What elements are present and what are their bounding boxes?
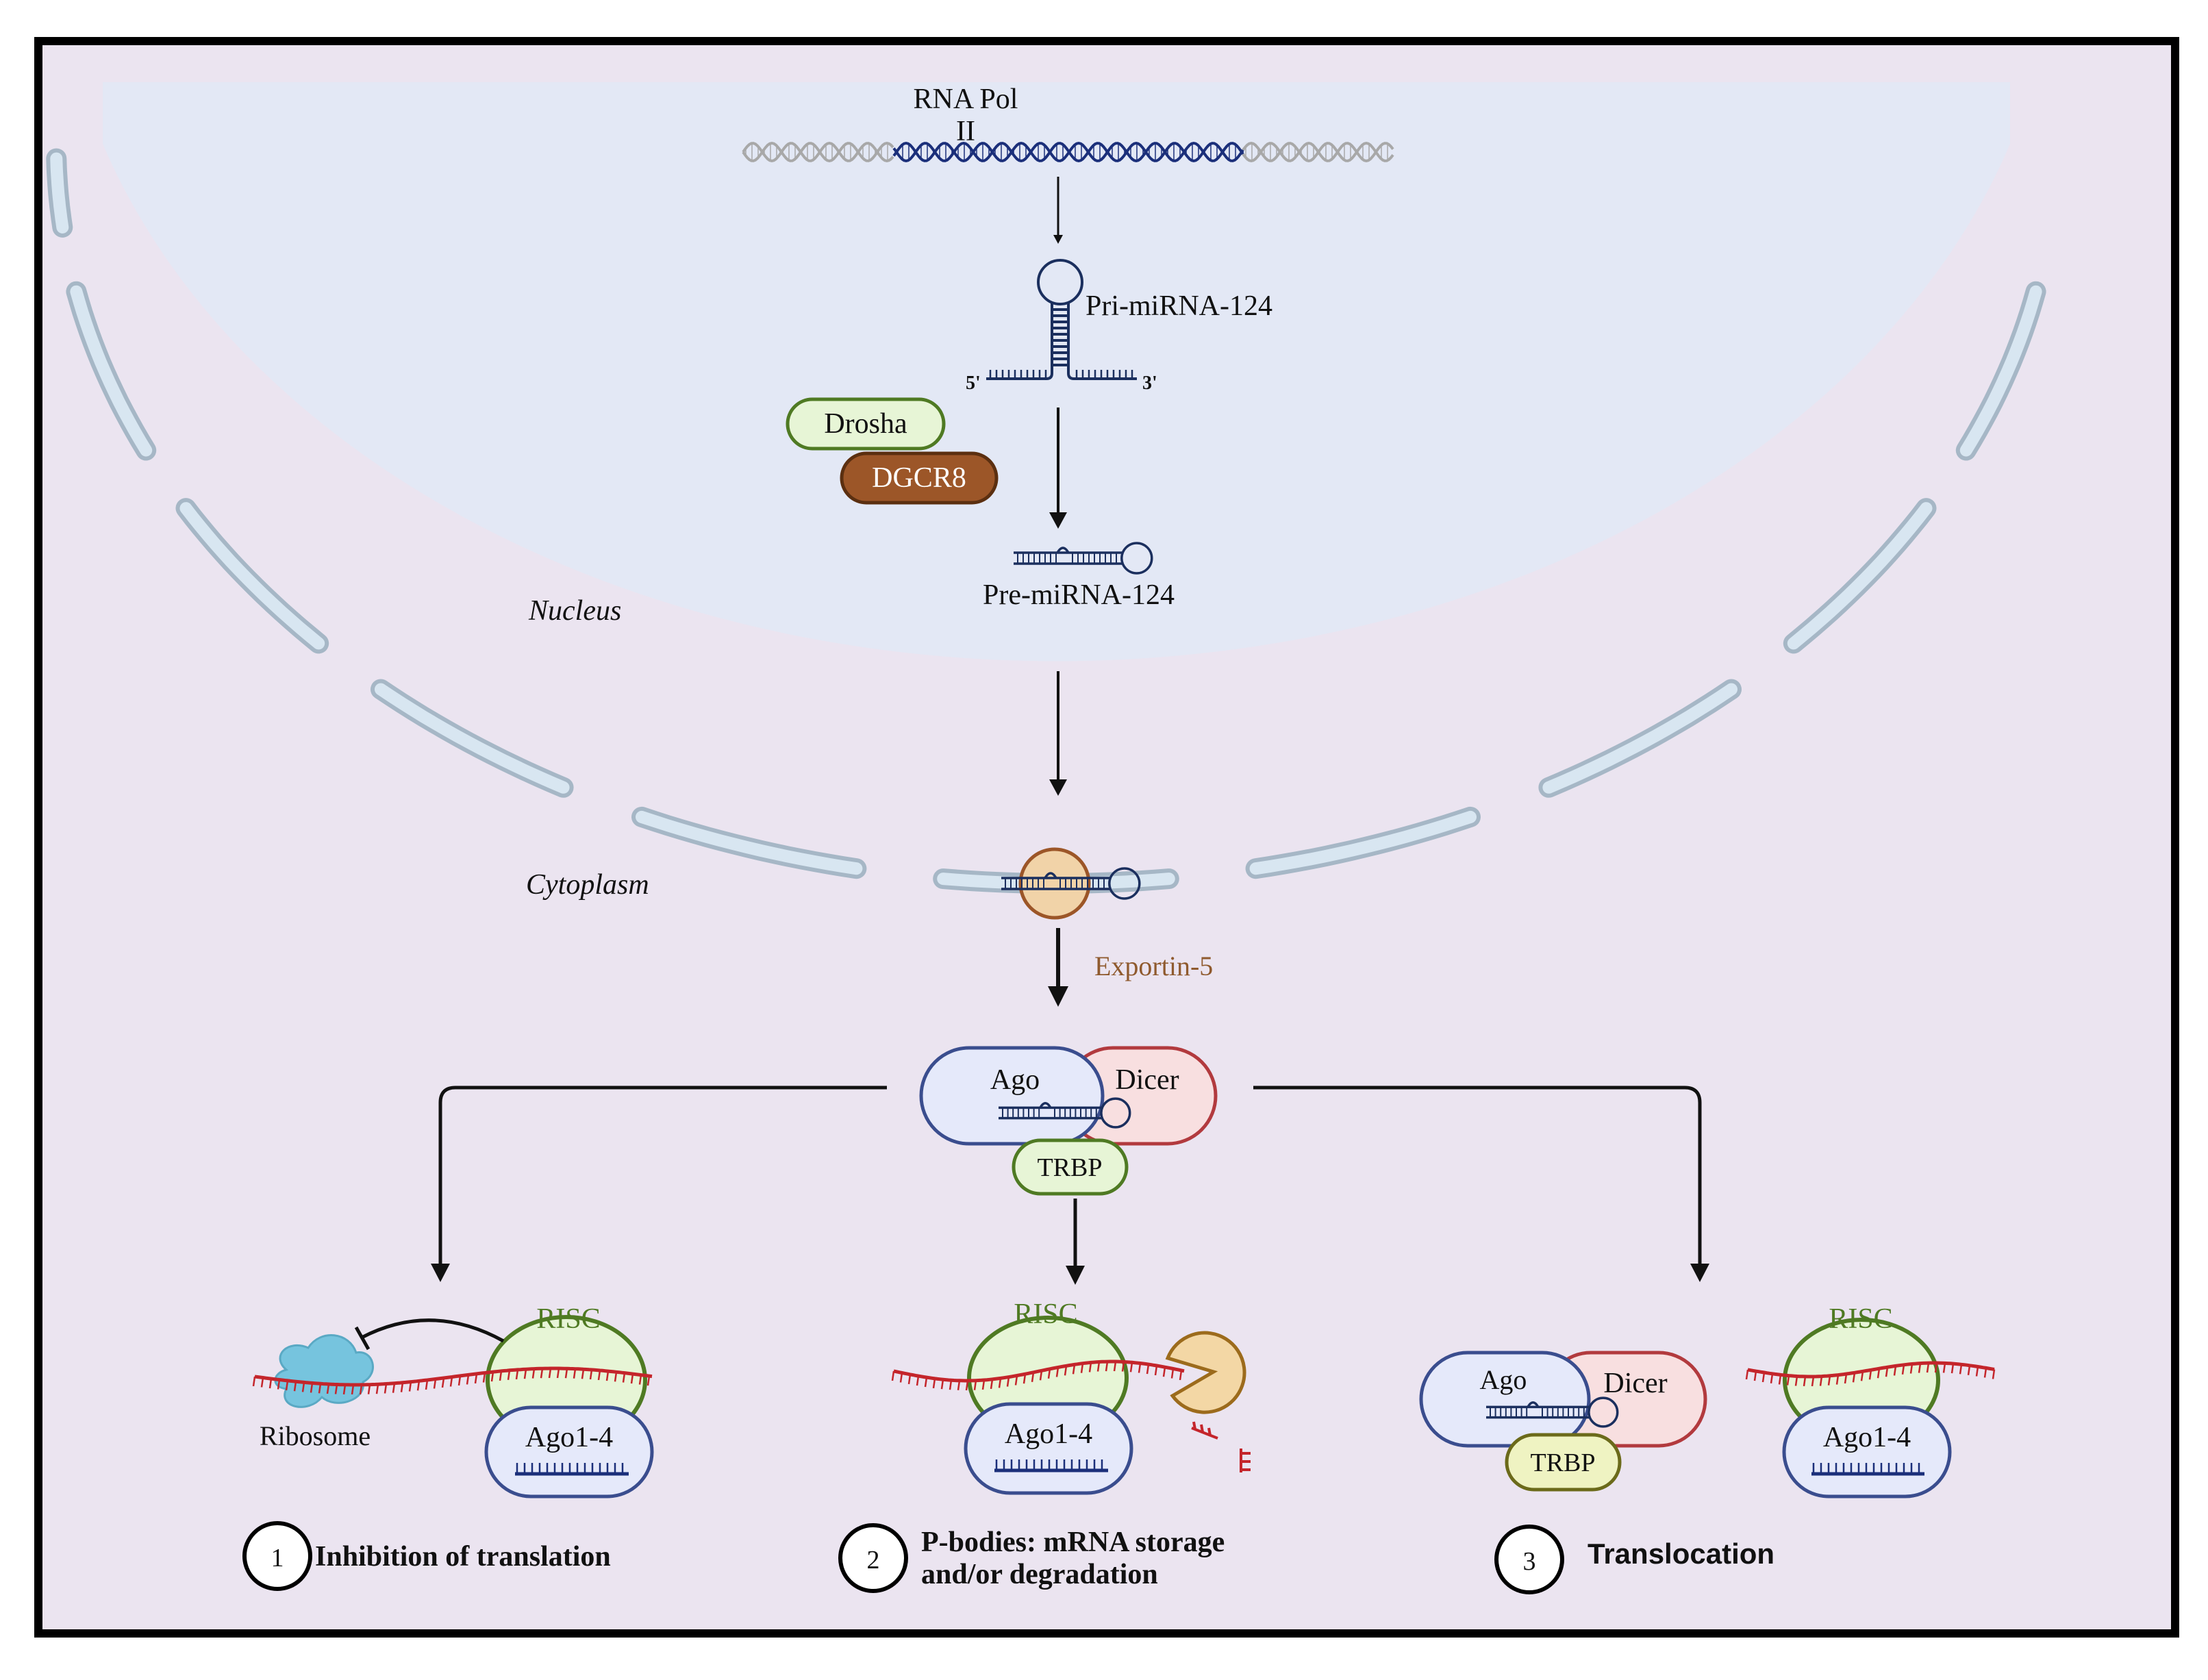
ribosome: [274, 1334, 374, 1408]
ago14-label: Ago1-4: [1823, 1422, 1911, 1453]
ago14-3: Ago1-4: [1782, 1405, 1952, 1499]
dna-helix: [742, 141, 1394, 163]
step-number: 1: [271, 1544, 284, 1572]
ago14-1: Ago1-4: [484, 1405, 654, 1499]
dgcr8-label: DGCR8: [872, 462, 966, 494]
step-title: Inhibition of translation: [315, 1541, 611, 1572]
ago14-label: Ago1-4: [1005, 1418, 1092, 1450]
ribosome-label: Ribosome: [260, 1420, 371, 1451]
mrna-strand: [891, 1359, 1185, 1391]
risc-label: RISC: [1829, 1303, 1892, 1335]
cytoplasm-label: Cytoplasm: [526, 869, 649, 901]
pre-mirna-in-exportin: [1001, 867, 1141, 900]
step-number: 3: [1523, 1547, 1536, 1576]
trbp-label: TRBP: [1037, 1153, 1102, 1182]
inhibition-arrow: [354, 1318, 505, 1351]
mirna-strand: [1811, 1463, 1924, 1476]
dicer-label: Dicer: [1115, 1064, 1179, 1096]
trbp-label: TRBP: [1530, 1449, 1595, 1477]
step-number: 2: [867, 1546, 880, 1575]
dicer-label: Dicer: [1603, 1368, 1667, 1399]
step-title: Translocation: [1588, 1538, 1774, 1570]
degradation-enzyme: [1165, 1331, 1246, 1414]
step-1: 1 Inhibition of translation: [242, 1521, 611, 1591]
nucleus-label: Nucleus: [528, 595, 621, 627]
exportin-label: Exportin-5: [1094, 951, 1213, 981]
drosha: Drosha: [786, 397, 946, 451]
mirna-strand: [515, 1463, 629, 1476]
ago-dicer-complex: Ago Dicer: [919, 1046, 1218, 1146]
pre-mirna-in-dicer: [999, 1097, 1131, 1129]
risc-label: RISC: [536, 1303, 600, 1335]
branch-arrowheads: [431, 1264, 1709, 1285]
ago14-label: Ago1-4: [525, 1422, 613, 1453]
rna-pol-label-line1: RNA Pol: [914, 84, 1018, 115]
cytoplasm-arrow: [1048, 928, 1068, 1007]
processing-arrow: [1049, 408, 1067, 529]
mrna-strand: [252, 1366, 653, 1395]
ago-label: Ago: [1480, 1364, 1527, 1395]
five-prime-label: 5': [966, 373, 981, 394]
exportin-5: [1018, 847, 1091, 920]
step-title-line2: and/or degradation: [921, 1559, 1158, 1590]
pre-mirna-hairpin: [1014, 542, 1153, 575]
three-prime-label: 3': [1142, 373, 1157, 394]
pre-mirna-label: Pre-miRNA-124: [983, 579, 1175, 611]
branch-arrows: [438, 1086, 1702, 1267]
trbp-2: TRBP: [1505, 1433, 1622, 1492]
mirna-strand: [994, 1459, 1108, 1472]
pri-mirna-label: Pri-miRNA-124: [1086, 290, 1272, 322]
step-2: 2 P-bodies: mRNA storage and/or degradat…: [838, 1523, 1225, 1593]
transcription-arrow: [1053, 177, 1063, 244]
nuclear-envelope: [46, 148, 2046, 894]
mrna-fragments: [1191, 1421, 1251, 1472]
pre-mirna-in-dicer: [1486, 1396, 1619, 1428]
ago14-2: Ago1-4: [964, 1402, 1133, 1495]
ago-dicer-complex-2: Ago Dicer: [1419, 1351, 1707, 1448]
dgcr8: DGCR8: [840, 451, 999, 505]
drosha-label: Drosha: [824, 408, 907, 440]
step-3: 3 Translocation: [1494, 1525, 1774, 1594]
ago-label: Ago: [990, 1064, 1040, 1096]
export-arrow: [1049, 671, 1067, 796]
pri-mirna-hairpin: [986, 259, 1137, 380]
trbp: TRBP: [1012, 1138, 1129, 1196]
risc-label: RISC: [1014, 1299, 1077, 1330]
rna-pol-label-line2: II: [956, 116, 975, 147]
mrna-strand: [1745, 1361, 1996, 1387]
nucleus-region: [103, 82, 2010, 662]
step-title-line1: P-bodies: mRNA storage: [921, 1527, 1225, 1558]
